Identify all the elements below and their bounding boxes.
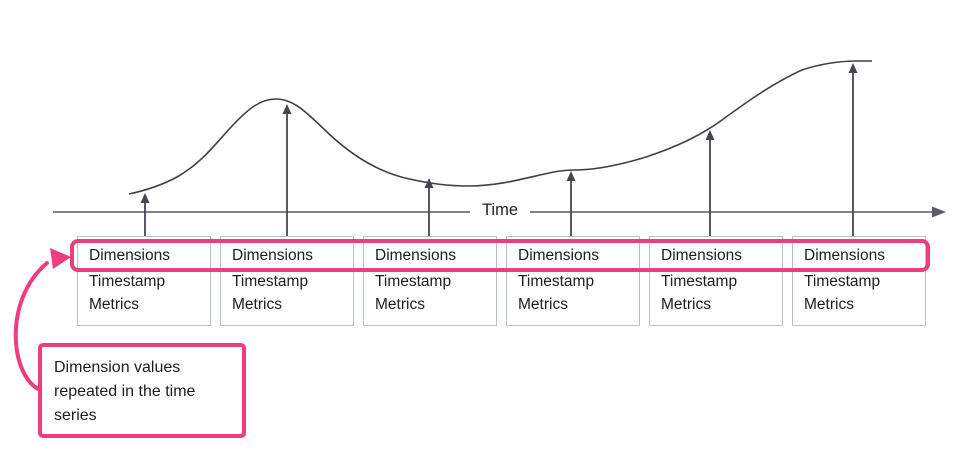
callout-arrow xyxy=(13,248,71,392)
records-row: Dimensions Timestamp Metrics Dimensions … xyxy=(77,236,926,326)
record-dimensions: Dimensions xyxy=(375,247,456,264)
value-arrow-2 xyxy=(282,104,292,236)
record-timestamp: Timestamp xyxy=(232,273,309,290)
record-dimensions: Dimensions xyxy=(661,247,742,264)
time-series-curve xyxy=(128,60,872,195)
time-axis-arrowhead xyxy=(932,206,946,218)
record-timestamp: Timestamp xyxy=(661,273,738,290)
callout-text: Dimension values repeated in the time se… xyxy=(54,359,196,424)
record-metrics: Metrics xyxy=(518,296,568,313)
record-metrics: Metrics xyxy=(661,296,711,313)
record-box-4: Dimensions Timestamp Metrics xyxy=(506,236,640,326)
record-metrics: Metrics xyxy=(375,296,425,313)
value-arrow-5 xyxy=(705,130,715,236)
record-timestamp: Timestamp xyxy=(804,273,881,290)
value-arrow-6 xyxy=(848,63,858,236)
record-metrics: Metrics xyxy=(804,296,854,313)
callout-arrowhead-icon xyxy=(50,248,71,269)
record-timestamp: Timestamp xyxy=(375,273,452,290)
callout-arrow-arc xyxy=(13,261,49,392)
record-timestamp: Timestamp xyxy=(518,273,595,290)
record-box-1: Dimensions Timestamp Metrics xyxy=(77,236,211,326)
time-axis-label: Time xyxy=(470,201,530,220)
record-box-6: Dimensions Timestamp Metrics xyxy=(792,236,926,326)
value-arrow-1 xyxy=(140,193,150,236)
value-arrow-4 xyxy=(566,171,576,236)
record-box-2: Dimensions Timestamp Metrics xyxy=(220,236,354,326)
record-metrics: Metrics xyxy=(232,296,282,313)
record-dimensions: Dimensions xyxy=(804,247,885,264)
record-timestamp: Timestamp xyxy=(89,273,166,290)
record-dimensions: Dimensions xyxy=(518,247,599,264)
record-dimensions: Dimensions xyxy=(232,247,313,264)
callout-note: Dimension values repeated in the time se… xyxy=(38,343,246,438)
value-arrow-3 xyxy=(424,178,434,236)
record-metrics: Metrics xyxy=(89,296,139,313)
record-dimensions: Dimensions xyxy=(89,247,170,264)
record-box-3: Dimensions Timestamp Metrics xyxy=(363,236,497,326)
record-box-5: Dimensions Timestamp Metrics xyxy=(649,236,783,326)
